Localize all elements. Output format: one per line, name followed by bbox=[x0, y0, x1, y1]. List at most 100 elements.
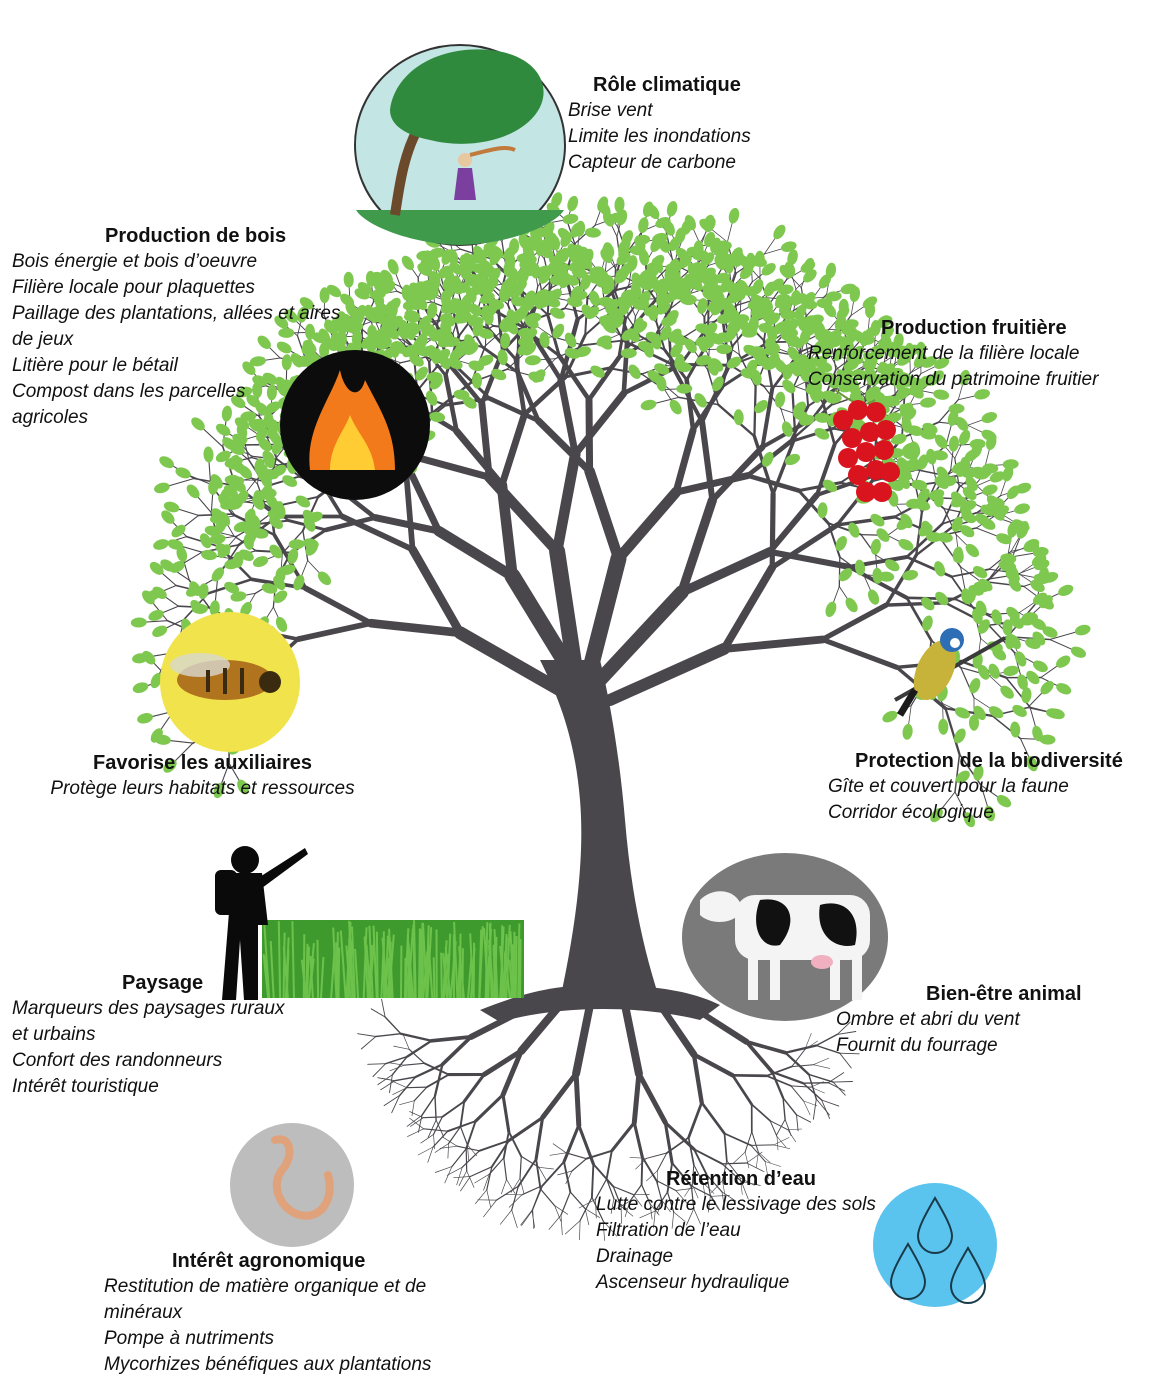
branch-segment bbox=[539, 1167, 554, 1169]
branch-segment bbox=[592, 1164, 594, 1197]
bois-item: Litière pour le bétail bbox=[12, 353, 340, 379]
branch-segment bbox=[565, 1221, 580, 1234]
branch-segment bbox=[422, 1096, 435, 1115]
branch-segment bbox=[443, 1137, 458, 1146]
branch-segment bbox=[625, 1005, 639, 1074]
eau-block: Rétention d’eau Lutte contre le lessivag… bbox=[596, 1166, 876, 1296]
branch-segment bbox=[466, 1149, 467, 1171]
leaf bbox=[203, 446, 214, 463]
branch-segment bbox=[694, 1055, 733, 1076]
branch-segment bbox=[385, 1017, 401, 1034]
grass-icon bbox=[262, 920, 524, 998]
leaf bbox=[640, 398, 658, 412]
branch-segment bbox=[752, 1132, 759, 1153]
branch-segment bbox=[470, 1167, 492, 1177]
branch-segment bbox=[448, 1144, 449, 1159]
currant-berry bbox=[880, 462, 900, 482]
branch-segment bbox=[809, 1074, 833, 1082]
eau-item: Lutte contre le lessivage des sols bbox=[596, 1192, 876, 1218]
leaf bbox=[136, 712, 154, 726]
branch-segment bbox=[770, 1121, 788, 1130]
leaf bbox=[812, 426, 831, 442]
eau-item: Filtration de l’eau bbox=[596, 1218, 876, 1244]
tree-trunk bbox=[540, 660, 660, 1000]
branch-segment bbox=[439, 531, 513, 576]
animal-item: Fournit du fourrage bbox=[836, 1033, 1082, 1059]
fruitiere-title: Production fruitière bbox=[881, 315, 1098, 341]
grass-blade bbox=[441, 953, 442, 998]
agronomique-item: Restitution de matière organique et de bbox=[104, 1274, 431, 1300]
branch-segment bbox=[553, 1144, 566, 1153]
branch-segment bbox=[763, 389, 773, 447]
branch-segment bbox=[748, 476, 799, 491]
branch-segment bbox=[676, 430, 693, 492]
biodiversite-block: Protection de la biodiversité Gîte et co… bbox=[828, 748, 1123, 826]
branch-segment bbox=[751, 1145, 765, 1161]
leaf bbox=[1056, 583, 1075, 599]
branch-segment bbox=[512, 1210, 518, 1228]
agronomique-title: Intérêt agronomique bbox=[172, 1248, 431, 1274]
branch-segment bbox=[828, 1073, 843, 1083]
leaf bbox=[969, 439, 986, 450]
branch-segment bbox=[785, 1053, 808, 1075]
branch-segment bbox=[822, 640, 896, 668]
branch-segment bbox=[803, 1083, 828, 1084]
branch-segment bbox=[381, 1081, 395, 1090]
branch-segment bbox=[536, 1118, 543, 1160]
paysage-block: Paysage Marqueurs des paysages ruraux et… bbox=[12, 970, 284, 1100]
branch-segment bbox=[785, 1046, 816, 1053]
leaf bbox=[727, 207, 741, 225]
branch-segment bbox=[700, 1012, 746, 1042]
branch-segment bbox=[576, 1074, 579, 1126]
auxiliaires-title: Favorise les auxiliaires bbox=[30, 750, 375, 776]
grass-blade bbox=[434, 957, 435, 998]
branch-segment bbox=[634, 1074, 639, 1123]
currant-berry bbox=[874, 440, 894, 460]
currant-berry bbox=[866, 402, 886, 422]
paysage-title: Paysage bbox=[122, 970, 284, 996]
agronomique-item: Mycorhizes bénéfiques aux plantations bbox=[104, 1352, 431, 1378]
bois-item: Bois énergie et bois d’oeuvre bbox=[12, 249, 340, 275]
branch-segment bbox=[521, 1209, 533, 1225]
leaf bbox=[967, 676, 982, 695]
branch-segment bbox=[428, 1120, 436, 1137]
eau-item: Drainage bbox=[596, 1244, 876, 1270]
branch-segment bbox=[619, 492, 677, 558]
leaf bbox=[1013, 502, 1031, 516]
earthworm-icon bbox=[230, 1123, 354, 1247]
climatique-item: Limite les inondations bbox=[568, 124, 751, 150]
branch-segment bbox=[358, 1034, 376, 1037]
branch-segment bbox=[712, 447, 762, 500]
branch-segment bbox=[509, 1118, 543, 1141]
branch-segment bbox=[837, 517, 894, 525]
branch-segment bbox=[816, 1034, 837, 1045]
branch-segment bbox=[774, 1138, 789, 1145]
leaf bbox=[948, 435, 960, 452]
leaf bbox=[1054, 653, 1073, 670]
leaf bbox=[881, 709, 900, 725]
bois-item: agricoles bbox=[12, 405, 340, 431]
branch-segment bbox=[788, 1130, 796, 1142]
bois-item: de jeux bbox=[12, 327, 340, 353]
branch-segment bbox=[462, 1151, 479, 1168]
bee-icon bbox=[160, 612, 300, 752]
leaf bbox=[667, 398, 684, 417]
leaf bbox=[637, 216, 650, 234]
bois-item: Filière locale pour plaquettes bbox=[12, 275, 340, 301]
branch-segment bbox=[590, 471, 619, 558]
leaf bbox=[817, 502, 828, 519]
branch-segment bbox=[813, 1058, 829, 1065]
branch-segment bbox=[487, 1190, 491, 1207]
branch-segment bbox=[689, 1103, 702, 1138]
branch-segment bbox=[689, 1138, 694, 1165]
branch-segment bbox=[788, 1129, 802, 1130]
agronomique-item: minéraux bbox=[104, 1300, 431, 1326]
branch-segment bbox=[423, 1117, 442, 1118]
currant-berry bbox=[872, 482, 892, 502]
leaf bbox=[1069, 644, 1088, 660]
branch-segment bbox=[461, 1101, 465, 1126]
branch-segment bbox=[452, 1149, 466, 1167]
branch-segment bbox=[520, 1156, 521, 1178]
branch-segment bbox=[558, 1171, 572, 1175]
branch-segment bbox=[639, 1074, 665, 1123]
